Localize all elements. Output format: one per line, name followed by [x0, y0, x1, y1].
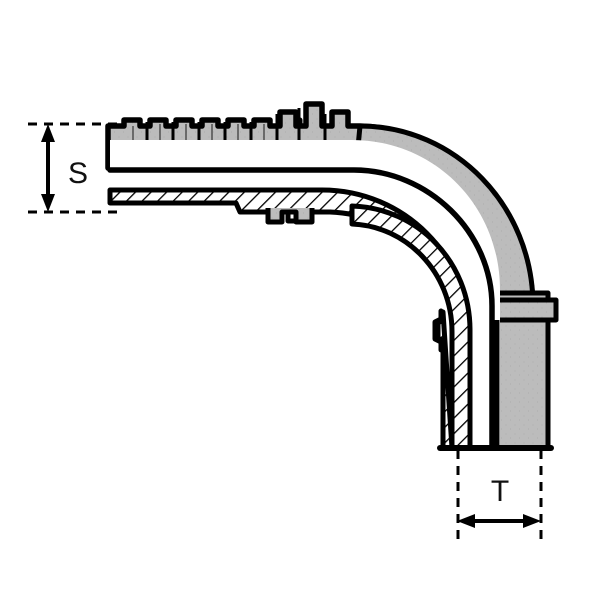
bore-upper-boundary [107, 167, 495, 451]
section-hatched-wall [107, 187, 473, 451]
t-arrowhead-left [457, 514, 475, 528]
s-arrowhead-down [41, 194, 55, 212]
dimension-label-s: S [68, 157, 88, 190]
lower-boss-groove [265, 208, 315, 225]
s-arrowhead-up [41, 124, 55, 142]
hatched-stem-wall [349, 203, 473, 451]
stem-wall-notch [432, 308, 444, 353]
t-arrowhead-right [523, 514, 541, 528]
dimension-t: T [456, 450, 543, 545]
flange-shoulder-ring [489, 297, 559, 323]
dimension-label-t: T [491, 475, 509, 508]
dimension-s: S [28, 122, 118, 214]
